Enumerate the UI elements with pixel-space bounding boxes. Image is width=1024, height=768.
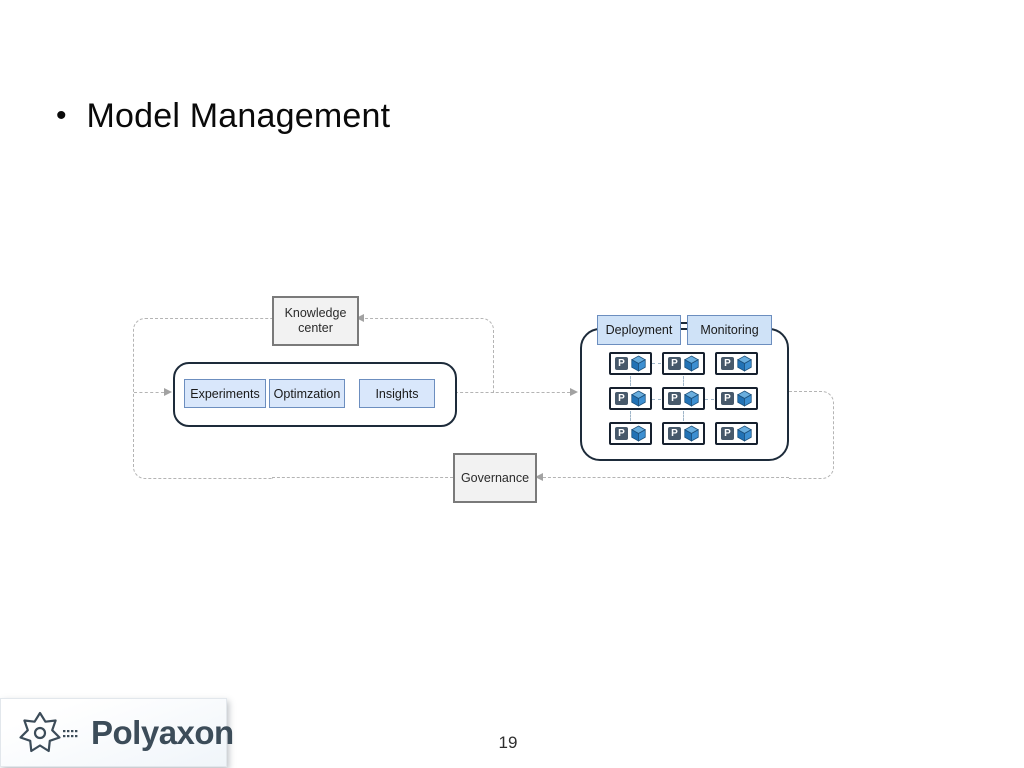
node-link <box>652 363 661 364</box>
flow-loop-left <box>133 318 273 479</box>
deployment-container: P P P P P <box>580 328 789 461</box>
knowledge-center-box: Knowledge center <box>272 296 359 346</box>
polyaxon-p-icon: P <box>721 427 734 440</box>
arrowhead-into-governance <box>535 473 543 481</box>
knowledge-center-label: Knowledge center <box>284 306 347 335</box>
cube-icon <box>631 355 646 372</box>
monitoring-tab: Monitoring <box>687 315 772 345</box>
bullet-glyph: • <box>56 99 67 132</box>
deployment-label: Deployment <box>605 323 673 337</box>
cube-icon <box>631 390 646 407</box>
optimization-box: Optimzation <box>269 379 345 408</box>
polyaxon-p-icon: P <box>721 392 734 405</box>
flow-line-bottom <box>272 477 453 478</box>
tab-connector-line <box>679 322 688 324</box>
polyaxon-star-icon <box>19 711 78 752</box>
polyaxon-p-icon: P <box>615 357 628 370</box>
node-link <box>652 399 661 400</box>
flow-line-to-governance <box>543 477 789 478</box>
node-link <box>683 376 684 386</box>
polyaxon-p-icon: P <box>615 427 628 440</box>
arrowhead-into-experiments <box>164 388 172 396</box>
cube-icon <box>631 425 646 442</box>
flow-line-to-knowledge-center <box>360 318 494 393</box>
flow-loop-right <box>789 391 834 479</box>
arrowhead-into-deployment <box>570 388 578 396</box>
deployment-node: P <box>715 387 758 410</box>
insights-box: Insights <box>359 379 435 408</box>
node-link <box>705 399 714 400</box>
deployment-node: P <box>609 422 652 445</box>
node-link <box>630 376 631 386</box>
deployment-node: P <box>715 422 758 445</box>
flow-line-to-deployment <box>455 392 570 393</box>
polyaxon-p-icon: P <box>615 392 628 405</box>
deployment-tab: Deployment <box>597 315 681 345</box>
deployment-node: P <box>609 352 652 375</box>
monitoring-label: Monitoring <box>700 323 759 337</box>
arrowhead-into-knowledge-center <box>356 314 364 322</box>
cube-icon <box>684 355 699 372</box>
governance-box: Governance <box>453 453 537 503</box>
node-link <box>630 411 631 421</box>
page-title: Model Management <box>86 97 391 135</box>
insights-label: Insights <box>375 386 419 401</box>
optimization-label: Optimzation <box>273 386 341 401</box>
polyaxon-p-icon: P <box>668 392 681 405</box>
node-link <box>683 411 684 421</box>
cube-icon <box>684 390 699 407</box>
governance-label: Governance <box>460 470 530 485</box>
polyaxon-logo: Polyaxon <box>0 698 234 767</box>
cube-icon <box>684 425 699 442</box>
cube-icon <box>737 425 752 442</box>
brand-name: Polyaxon <box>91 713 234 751</box>
deployment-node: P <box>715 352 758 375</box>
polyaxon-p-icon: P <box>668 427 681 440</box>
deployment-node: P <box>662 352 705 375</box>
deployment-node: P <box>662 422 705 445</box>
flow-line-to-experiments <box>134 392 164 393</box>
cube-icon <box>737 390 752 407</box>
deployment-node: P <box>609 387 652 410</box>
deployment-grid: P P P P P <box>609 352 758 445</box>
cube-icon <box>737 355 752 372</box>
polyaxon-p-icon: P <box>668 357 681 370</box>
pipeline-container: Experiments Optimzation Insights <box>173 362 457 427</box>
experiments-box: Experiments <box>184 379 266 408</box>
deployment-node: P <box>662 387 705 410</box>
polyaxon-p-icon: P <box>721 357 734 370</box>
slide-title-row: • Model Management <box>56 96 390 136</box>
experiments-label: Experiments <box>190 386 260 401</box>
page-number: 19 <box>498 733 518 752</box>
